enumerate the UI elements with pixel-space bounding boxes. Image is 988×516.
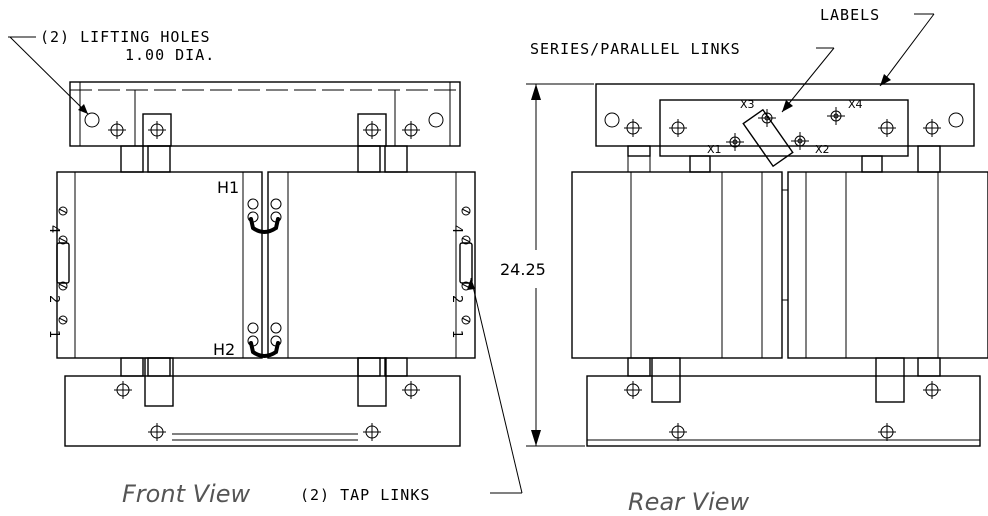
rear-top-bracket <box>595 83 975 147</box>
bolt-icon <box>363 423 381 441</box>
bolt-icon <box>878 119 896 137</box>
height-dimension-value: 24.25 <box>500 260 546 279</box>
tap-links-label: (2) TAP LINKS <box>300 486 430 504</box>
front-coil-right <box>267 171 476 359</box>
labels-callout <box>879 13 935 87</box>
terminal-h2-label: H2 <box>213 340 235 359</box>
bolt-icon <box>114 381 132 399</box>
terminal-x1-label: X1 <box>707 143 722 156</box>
front-coil-left <box>56 171 263 359</box>
rear-bottom-bracket <box>586 375 981 447</box>
bolt-icon <box>878 423 896 441</box>
bolt-icon <box>363 121 381 139</box>
tap-numbers-left: 4 2 1 <box>46 225 61 338</box>
bolt-icon <box>148 121 166 139</box>
lifting-hole-left <box>84 112 100 128</box>
series-parallel-callout <box>781 47 835 113</box>
lifting-hole-left <box>604 112 620 128</box>
bolt-icon <box>402 381 420 399</box>
front-bottom-bracket <box>64 375 461 447</box>
label-plate <box>659 99 909 157</box>
bolt-icon <box>402 121 420 139</box>
rear-coil-right <box>787 171 988 359</box>
terminal-x4-label: X4 <box>848 98 863 111</box>
h1-terminal-link <box>247 198 282 234</box>
front-view <box>56 81 476 447</box>
tap-numbers-right: 4 2 1 <box>449 225 464 338</box>
bolt-icon <box>923 119 941 137</box>
lifting-holes-label: (2) LIFTING HOLES <box>40 28 211 46</box>
bolt-icon <box>624 381 642 399</box>
svg-text:4: 4 <box>46 225 61 233</box>
bolt-icon <box>923 381 941 399</box>
lifting-hole-right <box>948 112 964 128</box>
terminal-x4-icon <box>827 107 845 125</box>
svg-text:2: 2 <box>46 295 61 303</box>
front-top-bracket <box>69 81 461 147</box>
rear-coil-left <box>571 171 783 359</box>
lifting-holes-diameter: 1.00 DIA. <box>125 46 215 64</box>
tap-links-callout <box>467 277 523 494</box>
labels-label: LABELS <box>820 6 880 24</box>
svg-text:4: 4 <box>449 225 464 233</box>
terminal-x1-icon <box>726 133 744 151</box>
lifting-hole-right <box>428 112 444 128</box>
svg-text:1: 1 <box>449 330 464 338</box>
bolt-icon <box>669 119 687 137</box>
rear-view-title: Rear View <box>628 488 749 516</box>
bolt-icon <box>108 121 126 139</box>
height-dimension <box>526 83 594 447</box>
terminal-x2-icon <box>791 132 809 150</box>
series-parallel-label: SERIES/PARALLEL LINKS <box>530 40 741 58</box>
svg-text:1: 1 <box>46 330 61 338</box>
front-view-title: Front View <box>122 480 250 508</box>
terminal-x2-label: X2 <box>815 143 830 156</box>
terminal-x3-label: X3 <box>740 98 755 111</box>
tap-link-left <box>56 242 70 284</box>
terminal-x3-icon <box>758 109 776 127</box>
h2-terminal-link <box>247 322 282 358</box>
tap-screws-left <box>58 206 68 325</box>
terminal-h1-label: H1 <box>217 178 239 197</box>
tap-link-right <box>459 242 473 284</box>
series-parallel-link <box>742 108 794 168</box>
svg-text:2: 2 <box>449 295 464 303</box>
bolt-icon <box>624 119 642 137</box>
lifting-holes-callout <box>8 36 89 115</box>
bolt-icon <box>148 423 166 441</box>
bolt-icon <box>669 423 687 441</box>
rear-view <box>571 83 988 447</box>
